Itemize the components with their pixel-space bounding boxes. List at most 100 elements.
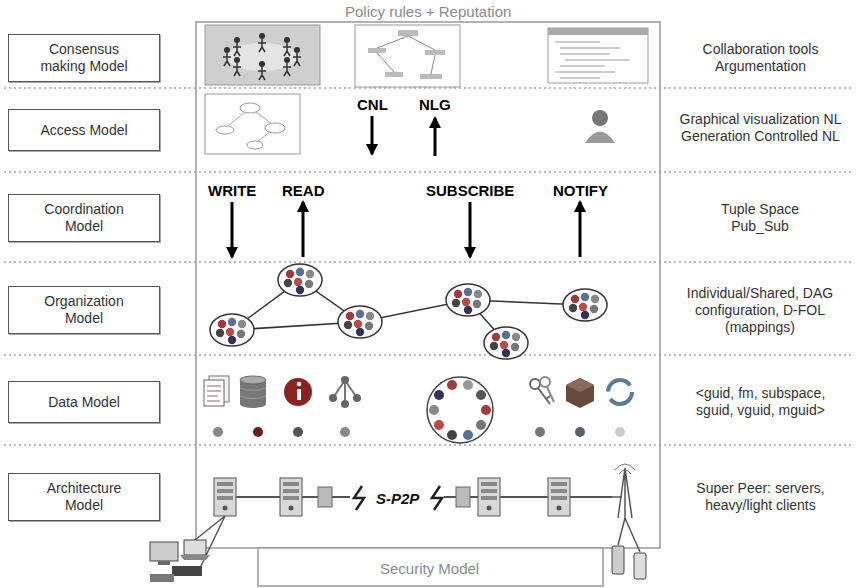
data-icons bbox=[463, 380, 473, 390]
super-peer-network bbox=[318, 487, 332, 507]
data-icons bbox=[341, 400, 349, 408]
graph-visualization bbox=[265, 123, 285, 133]
data-dots bbox=[615, 427, 625, 437]
flow-arrow bbox=[579, 202, 582, 257]
data-icons bbox=[476, 390, 486, 400]
collaboration-photo bbox=[283, 57, 291, 76]
security-label: Security Model bbox=[380, 560, 479, 577]
organization-graph bbox=[210, 314, 254, 346]
flow-arrow bbox=[231, 202, 234, 257]
layer-separator bbox=[4, 262, 853, 263]
argument-map-screenshot bbox=[377, 36, 435, 74]
security-frame bbox=[258, 548, 603, 586]
super-peer-network bbox=[280, 478, 302, 516]
super-peer-network bbox=[612, 546, 624, 574]
super-peer-network bbox=[612, 468, 632, 518]
policy-frame bbox=[196, 22, 660, 548]
data-dots bbox=[535, 427, 545, 437]
flow-label: SUBSCRIBE bbox=[426, 182, 514, 199]
layer-box: Consensus making Model bbox=[8, 34, 160, 82]
layer-feature: Individual/Shared, DAG configuration, D-… bbox=[685, 285, 835, 336]
organization-graph bbox=[563, 289, 607, 321]
data-icons bbox=[240, 400, 266, 408]
tool-screenshot bbox=[548, 28, 648, 83]
data-icons bbox=[481, 405, 491, 415]
argument-map-screenshot bbox=[355, 25, 460, 87]
collaboration-photo bbox=[205, 25, 320, 85]
layer-separator bbox=[4, 355, 853, 356]
layer-feature: <guid, fm, subspace, sguid, vguid, mguid… bbox=[678, 385, 843, 419]
super-peer-network bbox=[214, 478, 236, 516]
layer-box: Organization Model bbox=[8, 286, 160, 334]
collaboration-photo bbox=[258, 61, 266, 80]
network-label: S-P2P bbox=[376, 490, 419, 507]
data-icons bbox=[207, 386, 221, 401]
organization-graph bbox=[210, 264, 607, 359]
graph-visualization bbox=[205, 94, 300, 154]
super-peer-network bbox=[150, 542, 178, 561]
graph-visualization bbox=[240, 103, 260, 113]
data-dots bbox=[340, 427, 350, 437]
layer-box: Coordination Model bbox=[8, 194, 160, 242]
data-icons bbox=[427, 377, 493, 443]
super-peer-network bbox=[615, 464, 635, 474]
super-peer-network bbox=[354, 486, 364, 510]
data-icons bbox=[447, 380, 457, 390]
data-icons bbox=[204, 376, 632, 443]
organization-graph bbox=[446, 284, 490, 316]
data-icons bbox=[240, 376, 266, 384]
layer-name: Data Model bbox=[30, 394, 138, 411]
data-dots bbox=[213, 427, 625, 437]
layer-name: Architecture Model bbox=[30, 480, 138, 514]
graph-visualization bbox=[247, 141, 263, 149]
super-peer-network bbox=[184, 540, 206, 555]
data-dots bbox=[575, 427, 585, 437]
layer-box: Access Model bbox=[8, 109, 160, 151]
argument-map-screenshot bbox=[355, 25, 460, 87]
data-icons bbox=[463, 430, 473, 440]
flow-arrow bbox=[469, 202, 472, 257]
data-dots bbox=[293, 427, 303, 437]
tool-screenshot bbox=[555, 42, 630, 78]
tool-screenshot bbox=[548, 28, 648, 35]
argument-map-screenshot bbox=[398, 30, 418, 36]
flow-label: NOTIFY bbox=[553, 182, 608, 199]
flow-arrow bbox=[371, 116, 374, 154]
data-icons bbox=[353, 394, 361, 402]
super-peer-network bbox=[185, 516, 225, 568]
security-frame bbox=[258, 548, 603, 586]
data-icons bbox=[608, 380, 632, 404]
diagram-title: Policy rules + Reputation bbox=[345, 3, 511, 20]
layer-name: Access Model bbox=[30, 122, 138, 139]
super-peer-network bbox=[150, 464, 646, 582]
collaboration-photo bbox=[283, 37, 291, 56]
collaboration-photo bbox=[293, 47, 301, 66]
data-icons bbox=[284, 378, 312, 406]
graph-visualization bbox=[205, 94, 300, 154]
flow-label: CNL bbox=[357, 96, 388, 113]
flow-arrow bbox=[434, 118, 437, 156]
argument-map-screenshot bbox=[420, 74, 442, 79]
organization-graph bbox=[278, 264, 322, 296]
tool-screenshot bbox=[548, 28, 648, 83]
user-icon bbox=[585, 110, 615, 143]
layer-feature: Graphical visualization NL Generation Co… bbox=[678, 111, 843, 145]
data-icons bbox=[530, 379, 540, 389]
argument-map-screenshot bbox=[368, 48, 386, 53]
data-icons bbox=[566, 378, 594, 392]
data-icons bbox=[540, 377, 550, 387]
organization-graph bbox=[484, 327, 528, 359]
collaboration-photo bbox=[233, 57, 241, 76]
data-icons bbox=[476, 420, 486, 430]
collaboration-photo bbox=[233, 37, 241, 56]
super-peer-network bbox=[180, 555, 210, 560]
layer-separator bbox=[4, 88, 853, 89]
layer-separator bbox=[4, 172, 853, 173]
flow-label: WRITE bbox=[208, 182, 256, 199]
layer-feature: Super Peer: servers, heavy/light clients bbox=[678, 480, 843, 514]
super-peer-network bbox=[548, 478, 570, 516]
data-icons bbox=[297, 389, 301, 400]
super-peer-network bbox=[158, 561, 170, 565]
user-icon bbox=[592, 110, 608, 126]
